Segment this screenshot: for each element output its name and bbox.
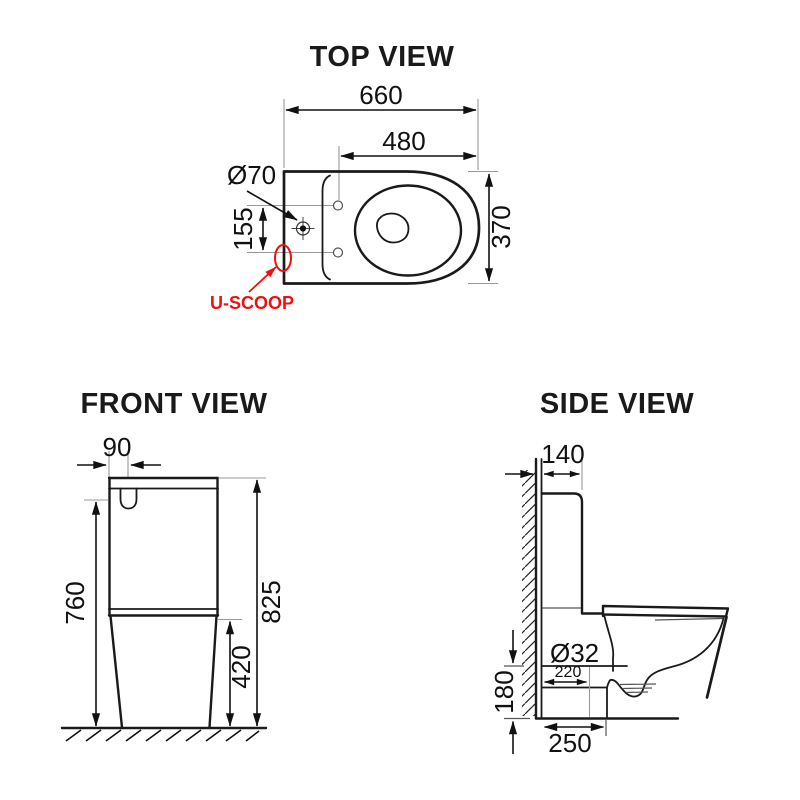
uscoop-leader-arrow: [248, 266, 277, 293]
front-pedestal-left: [109, 614, 124, 729]
side-bowl-front-curve: [603, 615, 615, 672]
dim-text-140: 140: [541, 439, 584, 469]
dim-text-660: 660: [359, 80, 402, 110]
dim-text-155: 155: [228, 207, 258, 250]
dim-text-220: 220: [555, 664, 582, 681]
target-ring: [295, 221, 311, 236]
dim-text-180: 180: [489, 670, 519, 713]
front-pedestal-right: [208, 614, 218, 729]
top-hinge-hole-upper: [332, 200, 344, 211]
side-tank-profile: [540, 492, 584, 615]
front-flush-button: [119, 487, 138, 510]
dim-text-480: 480: [382, 126, 425, 156]
dim-text-hole-diameter: Ø70: [227, 160, 276, 190]
side-view: SIDE VIEW 140 Ø32 220: [489, 388, 730, 758]
dim-text-825: 825: [256, 580, 286, 623]
wall-hatch: [522, 470, 536, 716]
leader-arrow-hole: [246, 190, 298, 221]
uscoop-callout: U-SCOOP: [210, 244, 294, 313]
top-tank-front-edge: [321, 174, 331, 281]
dim-text-250: 250: [548, 728, 591, 758]
uscoop-highlight-ellipse: [274, 244, 292, 272]
top-body-outline: [282, 170, 481, 285]
side-tank-step: [580, 612, 605, 618]
side-bowl-trap-curve: [606, 617, 725, 698]
side-view-title: SIDE VIEW: [540, 388, 694, 420]
top-hinge-hole-lower: [332, 247, 344, 258]
top-seat-ring: [353, 184, 463, 277]
dim-text-760: 760: [60, 581, 90, 624]
top-flush-outlet: [376, 212, 410, 244]
dim-text-370: 370: [486, 205, 516, 248]
side-seat-underline: [654, 617, 724, 621]
side-bowl-back: [705, 615, 728, 699]
uscoop-label: U-SCOOP: [210, 293, 294, 313]
target-dot: [299, 225, 307, 232]
front-ground-hatch: [65, 729, 260, 742]
top-view: TOP VIEW 660 480 155 370 Ø70: [210, 41, 516, 313]
side-trap-water-lines: [619, 683, 657, 694]
side-seat-profile: [601, 604, 730, 618]
inlet-target-icon: [291, 217, 315, 240]
dim-text-90: 90: [103, 432, 132, 462]
top-view-title: TOP VIEW: [310, 41, 455, 73]
dim-text-420: 420: [226, 645, 256, 688]
front-view: FRONT VIEW 90 760 825 420: [60, 388, 286, 742]
dim-text-inlet-diameter: Ø32: [550, 638, 599, 668]
front-view-title: FRONT VIEW: [80, 388, 267, 420]
